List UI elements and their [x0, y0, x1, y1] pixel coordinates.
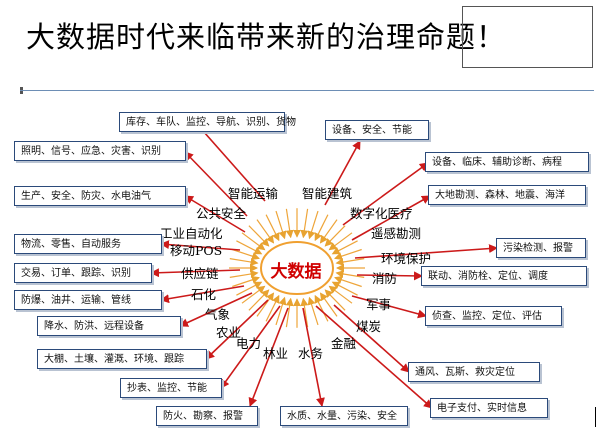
hub-ray	[319, 292, 338, 317]
spoke-arrow	[342, 162, 429, 226]
detail-box: 库存、车队、监控、导航、识别、货物	[119, 112, 296, 132]
spoke-label: 智能运输	[228, 186, 279, 201]
spoke-label: 水务	[298, 346, 324, 361]
spoke-label: 数字化医疗	[350, 206, 413, 221]
hub-ray	[285, 297, 294, 328]
spoke-label: 工业自动化	[160, 226, 223, 241]
hub-ray	[334, 276, 362, 288]
detail-box: 大棚、土壤、灌溉、环境、跟踪	[37, 349, 207, 369]
detail-box: 通风、瓦斯、救灾定位	[408, 362, 540, 382]
spoke-arrow	[333, 304, 410, 373]
hub-ray	[307, 296, 319, 326]
spoke-arrow	[324, 140, 361, 206]
page-title: 大数据时代来临带来新的治理命题！	[26, 20, 507, 54]
spoke-arrow	[354, 244, 498, 259]
detail-box: 抄表、监控、节能	[120, 378, 222, 398]
hub-ray	[236, 240, 263, 255]
detail-box: 物流、零售、自动服务	[14, 234, 162, 254]
hub-ray	[256, 292, 275, 317]
hub-ray	[285, 208, 294, 239]
hub-ray	[241, 232, 266, 251]
hub-ray	[300, 208, 309, 239]
hub-ray	[300, 297, 309, 328]
detail-box: 防爆、油井、运输、管线	[14, 290, 162, 310]
hub-ray	[328, 285, 353, 304]
spoke-label: 煤炭	[356, 319, 382, 334]
hub-ray	[319, 219, 338, 244]
spoke-arrow	[351, 195, 431, 241]
spoke-arrow	[184, 151, 248, 217]
spoke-arrow	[160, 240, 241, 251]
detail-box: 污染检测、报警	[496, 238, 586, 258]
spoke-label: 移动POS	[170, 243, 223, 258]
hub-ray	[314, 294, 329, 322]
spoke-arrow	[302, 307, 325, 407]
hub-ray	[334, 248, 362, 260]
spoke-label: 消防	[372, 271, 398, 286]
spoke-label: 石化	[191, 287, 217, 302]
detail-box: 设备、临床、辅助诊断、病程	[425, 152, 589, 172]
spoke-label: 供应链	[181, 266, 219, 281]
hub-ray	[265, 294, 280, 322]
text-cursor	[595, 407, 596, 427]
hub-ray	[229, 270, 259, 278]
detail-box: 交易、订单、跟踪、识别	[14, 263, 152, 283]
hub-ray	[328, 232, 353, 251]
spoke-arrow	[195, 122, 266, 202]
detail-box: 联动、消防栓、定位、调度	[421, 266, 587, 286]
hub-ray	[248, 225, 270, 247]
spoke-label: 军事	[366, 297, 392, 312]
spoke-arrow	[315, 305, 433, 409]
spoke-arrow	[184, 195, 246, 233]
spoke-label: 金融	[331, 336, 357, 351]
detail-box: 照明、信号、应急、灾害、识别	[14, 141, 186, 161]
spoke-label: 环境保护	[381, 251, 432, 266]
hub-circle	[260, 241, 334, 295]
hub-label: 大数据	[270, 262, 322, 282]
title-divider	[20, 90, 594, 91]
detail-box: 大地勘测、森林、地震、海洋	[428, 185, 586, 205]
spoke-arrow	[179, 292, 253, 327]
hub-ray	[331, 240, 358, 255]
hub-ray	[256, 219, 275, 244]
hub-ray	[324, 225, 346, 247]
spoke-label: 遥感勘测	[371, 226, 422, 241]
detail-box: 电子支付、实时信息	[430, 398, 548, 418]
spoke-arrow	[220, 305, 281, 389]
spoke-arrow	[248, 307, 289, 407]
hub-ray	[335, 258, 365, 266]
detail-box: 生产、安全、防灾、水电油气	[14, 186, 186, 206]
corner-frame	[462, 6, 593, 68]
spoke-label: 林业	[263, 346, 289, 361]
hub-ray	[324, 289, 346, 311]
spoke-label: 农业	[216, 325, 242, 340]
spoke-arrow	[351, 295, 427, 319]
hub-ray	[229, 258, 259, 266]
hub-ray	[331, 281, 358, 296]
spoke-arrow	[356, 271, 423, 281]
detail-box: 降水、防洪、远程设备	[37, 316, 181, 336]
hub-ray	[232, 276, 260, 288]
hub-ray	[307, 210, 319, 240]
hub-ray	[236, 281, 263, 296]
hub-ray	[241, 285, 266, 304]
spoke-arrow	[150, 268, 241, 278]
detail-box: 侦查、监控、定位、评估	[425, 306, 562, 326]
spoke-arrow	[205, 299, 269, 360]
spoke-label: 智能建筑	[302, 186, 353, 201]
hub-ray	[275, 296, 287, 326]
hub-ray	[265, 214, 280, 242]
hub-ray	[275, 210, 287, 240]
hub-ray	[232, 248, 260, 260]
detail-box: 防火、勘察、报警	[156, 406, 258, 426]
hub-ray	[335, 270, 365, 278]
spoke-label: 电力	[236, 336, 262, 351]
hub-ray	[314, 214, 329, 242]
spoke-label: 气象	[205, 307, 231, 322]
spoke-label: 公共安全	[196, 206, 247, 221]
detail-box: 设备、安全、节能	[325, 120, 429, 140]
detail-box: 水质、水量、污染、安全	[280, 406, 408, 426]
spoke-arrow	[160, 285, 245, 304]
